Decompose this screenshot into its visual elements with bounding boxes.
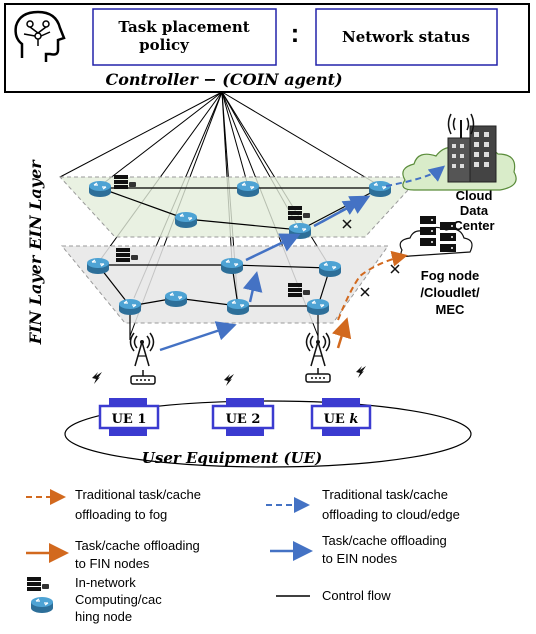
legend-ein-offload-line2: to EIN nodes xyxy=(322,551,398,566)
fin-router-3 xyxy=(318,260,342,278)
modem-icon-1 xyxy=(130,375,156,385)
network-status-box xyxy=(315,8,498,66)
fin-router-2 xyxy=(220,257,244,275)
cloud-label-line3: Center xyxy=(453,218,494,233)
cloud-label-line1: Cloud xyxy=(456,188,493,203)
ue-1-label: UE 1 xyxy=(112,412,147,427)
fin-layer-plane xyxy=(60,245,389,324)
controller-label: Controller − (COIN agent) xyxy=(105,70,342,89)
wireless-signal-icon xyxy=(447,113,475,138)
fin-offload-arrow xyxy=(332,317,352,349)
task-placement-policy-box xyxy=(92,8,277,66)
task-placement-policy-line1: Task placement xyxy=(118,18,249,36)
wireless-bolt-icon-2 xyxy=(224,374,234,386)
ein-offload-arrow-4 xyxy=(313,195,371,228)
fog-label-line2: /Cloudlet/ xyxy=(420,285,480,300)
ein-router-4 xyxy=(174,211,198,229)
data-center-building-icon xyxy=(447,125,497,183)
ue-k-device xyxy=(310,398,372,436)
user-equipment-label: User Equipment (UE) xyxy=(142,449,322,467)
network-status-label: Network status xyxy=(342,28,470,46)
fin-router-4 xyxy=(118,298,142,316)
legend-inc-line2: Computing/cac xyxy=(75,592,162,607)
ue-k-label: UE k xyxy=(324,412,359,427)
legend-fin-offload-line1: Task/cache offloading xyxy=(75,538,200,553)
legend-fin-offload-line2: to FIN nodes xyxy=(75,556,150,571)
wireless-bolt-icon-1 xyxy=(92,372,102,384)
fog-label-line3: MEC xyxy=(436,302,466,317)
legend-inc-line3: hing node xyxy=(75,609,132,624)
ein-offload-arrow-3 xyxy=(245,233,301,262)
legend-inc-node-icon xyxy=(27,577,54,614)
legend: Traditional task/cache offloading to fog… xyxy=(26,487,460,624)
legend-trad-fog-line2: offloading to fog xyxy=(75,507,167,522)
fog-server-icon xyxy=(420,216,456,252)
ein-router-3 xyxy=(368,180,392,198)
fin-router-1 xyxy=(86,257,110,275)
legend-trad-fog-line1: Traditional task/cache xyxy=(75,487,201,502)
ue-1-device xyxy=(98,398,160,436)
legend-trad-cloud-line1: Traditional task/cache xyxy=(322,487,448,502)
legend-inc-line1: In-network xyxy=(75,575,136,590)
ue-2-device xyxy=(211,398,275,436)
modem-icon-2 xyxy=(305,373,331,383)
legend-control-label: Control flow xyxy=(322,588,391,603)
ein-offload-arrow-2 xyxy=(242,271,263,303)
cell-tower-icon-1 xyxy=(129,332,155,367)
fog-label-line1: Fog node xyxy=(421,268,480,283)
fin-router-7 xyxy=(306,298,330,316)
legend-trad-cloud-line2: offloading to cloud/edge xyxy=(322,507,460,522)
ein-offload-arrow-1 xyxy=(159,321,237,352)
ue-2-label: UE 2 xyxy=(226,412,261,427)
wireless-bolt-icon-3 xyxy=(356,366,366,378)
fin-router-6 xyxy=(226,298,250,316)
brain-head-icon xyxy=(14,10,66,62)
ein-layer-label: EIN Layer xyxy=(26,159,45,251)
ein-router-1 xyxy=(88,180,112,198)
fin-layer-label: FIN Layer xyxy=(26,254,45,345)
controller-separator: : xyxy=(291,18,300,48)
ein-layer-plane xyxy=(58,176,422,238)
ein-router-2 xyxy=(236,180,260,198)
trad-fog-arrow xyxy=(337,250,408,321)
task-placement-policy-line2: policy xyxy=(139,36,190,54)
fin-router-5 xyxy=(164,290,188,308)
legend-ein-offload-line1: Task/cache offloading xyxy=(322,533,447,548)
cloud-label-line2: Data xyxy=(460,203,489,218)
